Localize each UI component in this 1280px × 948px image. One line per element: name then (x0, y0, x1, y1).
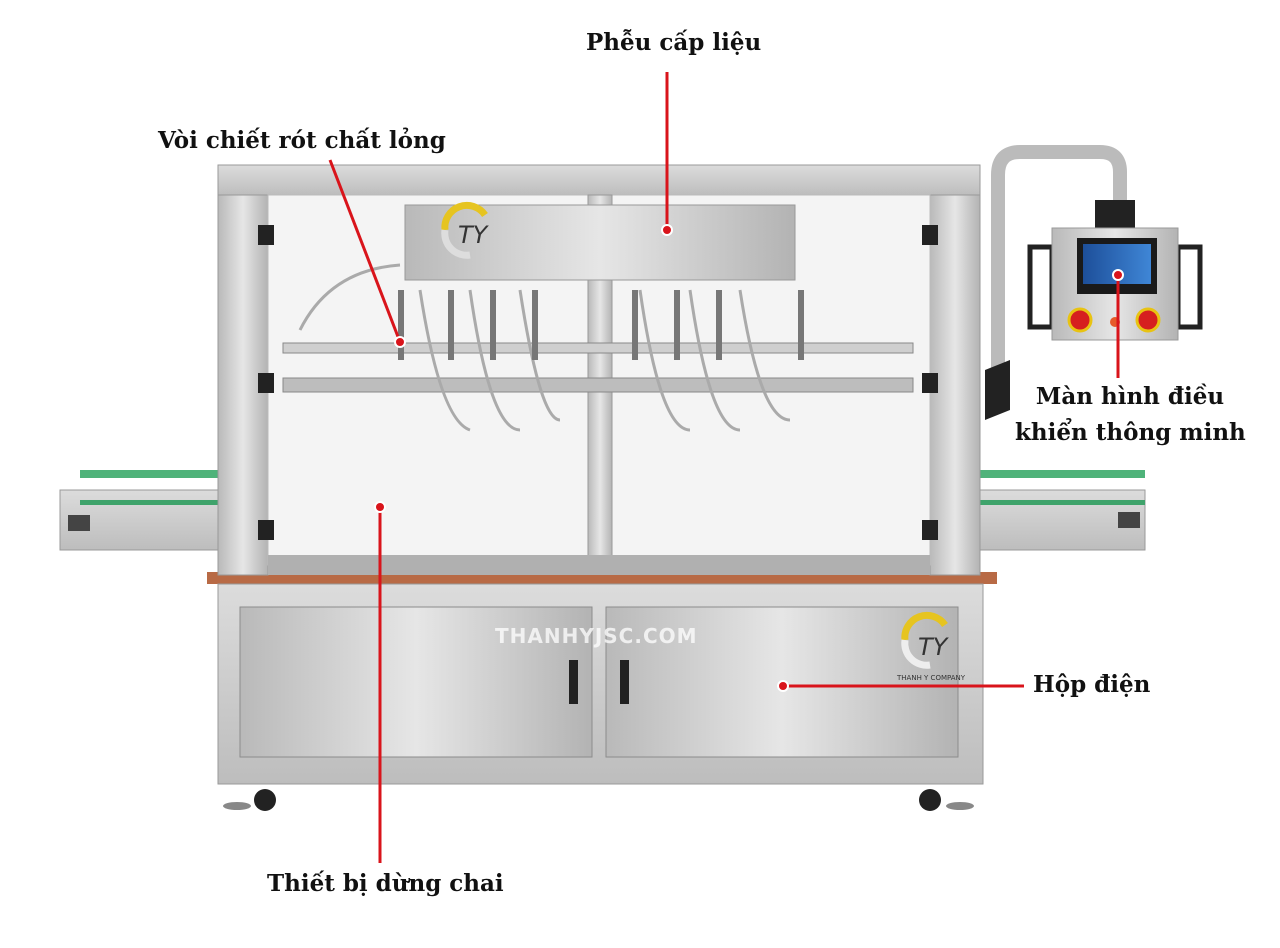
electric-cabinet (207, 572, 997, 811)
callout-lines (328, 72, 1124, 863)
watermark: THANHYJSC.COM (495, 624, 698, 648)
machine-frame (217, 164, 981, 576)
svg-text:TY: TY (458, 221, 490, 249)
label-control-screen-line2: khiển thông minh (1015, 418, 1246, 446)
control-panel (985, 145, 1203, 420)
svg-text:THANH Y COMPANY: THANH Y COMPANY (896, 674, 966, 682)
company-logo-top: TY (441, 202, 490, 259)
company-logo-cabinet: TY THANH Y COMPANY (896, 612, 966, 682)
label-control-screen-line1: Màn hình điều (1035, 383, 1225, 410)
svg-text:TY: TY (918, 633, 950, 661)
label-hopper: Phễu cấp liệu (586, 29, 762, 56)
label-nozzle: Vòi chiết rót chất lỏng (158, 127, 446, 154)
label-bottle-stopper: Thiết bị dừng chai (267, 870, 504, 897)
label-control-screen: Màn hình điều khiển thông minh (1015, 379, 1246, 450)
label-electric-box: Hộp điện (1033, 671, 1151, 698)
